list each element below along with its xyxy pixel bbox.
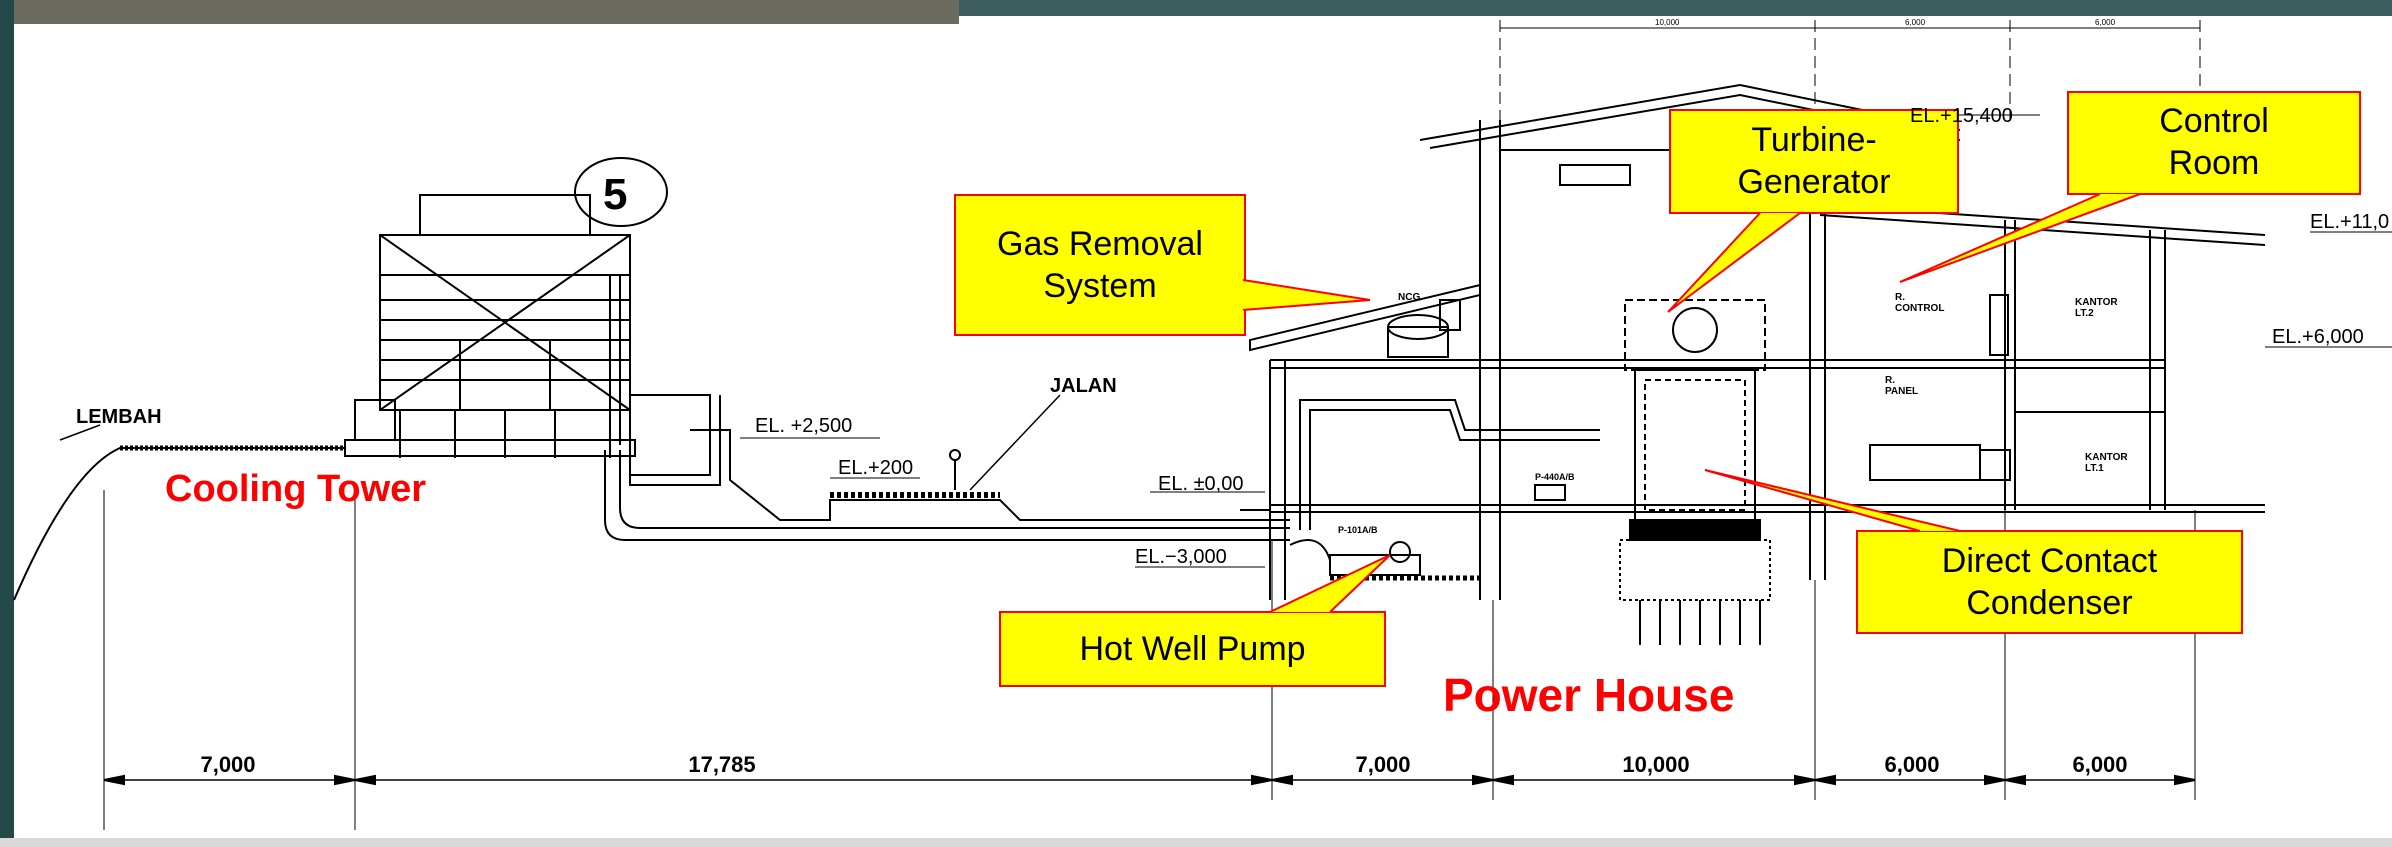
slide-frame-bottom	[0, 838, 2392, 847]
ncg-text: NCG	[1398, 292, 1420, 303]
dimension-label: 6,000	[1884, 752, 1939, 777]
r-panel-text: R.PANEL	[1885, 375, 1918, 397]
callout-text: Direct Contact Condenser	[1941, 542, 2158, 622]
callout-text: Turbine- Generator	[1737, 121, 1891, 201]
callout-text: Gas Removal System	[997, 225, 1203, 305]
hot-well-pump-callout: Hot Well Pump	[1000, 628, 1385, 670]
condenser-pump-tag-text: P-440A/B	[1535, 472, 1575, 482]
top-dim-3: 6,000	[2095, 18, 2116, 27]
slide-frame-top	[14, 0, 959, 24]
top-dim-2: 6,000	[1905, 18, 1926, 27]
power-house-label: Power House	[1443, 669, 1735, 721]
jalan-text: JALAN	[1050, 375, 1117, 397]
top-dim-1: 10,000	[1655, 18, 1680, 27]
el-15400-text: EL.+15,400	[1910, 105, 2013, 127]
el-11-text: EL.+11,0	[2310, 211, 2389, 233]
slide-frame-top-right	[959, 0, 2392, 16]
el-2500-text: EL. +2,500	[755, 415, 852, 437]
direct-contact-condenser-callout: Direct Contact Condenser	[1857, 540, 2242, 624]
dimension-label: 17,785	[688, 752, 755, 777]
el-0-text: EL. ±0,00	[1158, 473, 1243, 495]
control-room-callout: Control Room	[2068, 100, 2360, 184]
turbine-generator-callout: Turbine- Generator	[1670, 119, 1958, 203]
dimension-label: 7,000	[200, 752, 255, 777]
dimension-label: 7,000	[1355, 752, 1410, 777]
gas-removal-callout: Gas Removal System	[955, 223, 1245, 307]
lembah-text: LEMBAH	[76, 406, 162, 428]
el-minus-3000-text: EL.−3,000	[1135, 546, 1227, 568]
cooling-tower-structure	[344, 194, 636, 458]
pump-tag-text: P-101A/B	[1338, 525, 1378, 535]
power-house-structure	[1249, 83, 2266, 600]
el-200-text: EL.+200	[838, 457, 913, 479]
dimension-label: 10,000	[1622, 752, 1689, 777]
gas-removal-callout-box	[954, 194, 1246, 336]
control-room-callout-box	[2067, 91, 2361, 195]
turbine-condenser-structure	[1299, 299, 1771, 645]
callout-text: Hot Well Pump	[1079, 630, 1306, 668]
el-6000-text: EL.+6,000	[2272, 326, 2364, 348]
dimension-label: 6,000	[2072, 752, 2127, 777]
circle-number-text: 5	[603, 170, 627, 219]
turbine-generator-callout-box	[1669, 109, 1959, 214]
direct-contact-condenser-callout-box	[1856, 530, 2243, 634]
cooling-tower-label: Cooling Tower	[165, 468, 427, 510]
terrain-line	[13, 447, 345, 601]
hot-well-pump-callout-box	[999, 611, 1386, 687]
slide-frame-left	[0, 0, 14, 847]
callout-text: Control Room	[2159, 102, 2269, 182]
r-control-text: R.CONTROL	[1895, 292, 1944, 314]
